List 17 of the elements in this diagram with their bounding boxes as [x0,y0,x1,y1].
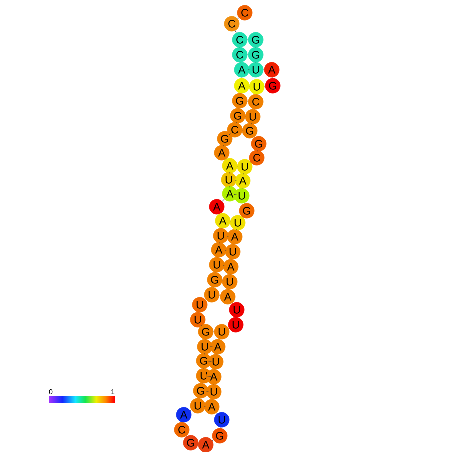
backbone-line [238,18,240,20]
base-pair-line [204,406,206,407]
base-pair-line [208,361,212,362]
backbone-line [204,353,205,355]
base-pair-line [235,180,237,181]
backbone-line [236,229,237,231]
base-pair-line [234,194,238,196]
base-pair-line [206,376,212,378]
base-pair-line [210,346,213,348]
base-pair-line [206,391,209,392]
backbone-line [222,199,225,202]
backbone-line [229,186,230,188]
backbone-line [229,172,230,174]
base-pair-line [225,250,227,252]
base-pair-line [227,236,229,237]
backbone-line [229,134,231,136]
backbone-line [235,30,237,34]
